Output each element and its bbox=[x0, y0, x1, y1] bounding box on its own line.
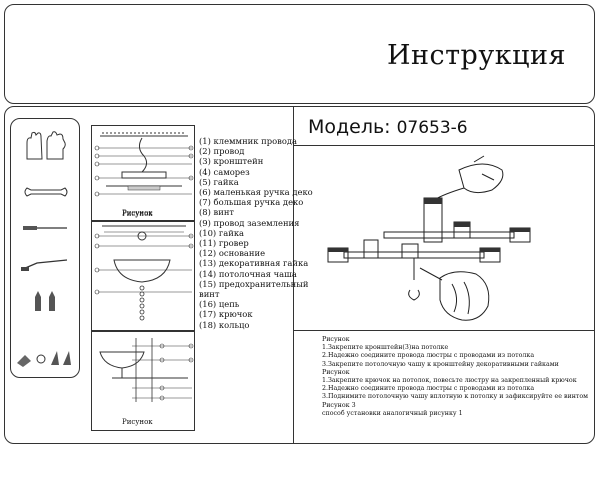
instruction-line: 1.Закрепите кронштейн(3)на потолке bbox=[322, 344, 449, 352]
parts-item: (4) саморез bbox=[199, 166, 250, 177]
instruction-line: 2.Надежно соедините провода люстры с про… bbox=[322, 352, 535, 360]
figure-3-drawing bbox=[99, 338, 194, 402]
model-label: Модель: bbox=[308, 116, 391, 138]
anchor-icon bbox=[35, 291, 55, 311]
instruction-line: Рисунок 3 bbox=[322, 401, 356, 409]
parts-item: (7) большая ручка деко bbox=[199, 197, 304, 208]
screws-icon bbox=[17, 351, 71, 367]
parts-item: (6) маленькая ручка деко bbox=[199, 187, 313, 198]
instruction-line: способ установки аналогичный рисунку 1 bbox=[322, 409, 463, 417]
parts-item: (16) цепь bbox=[199, 299, 240, 310]
instruction-line: 1.Закрепите крючок на потолок, повесьте … bbox=[322, 377, 577, 385]
drill-icon bbox=[21, 259, 68, 271]
instruction-line: 2.Надежно соедините провода люстры с про… bbox=[322, 385, 535, 393]
instruction-line: 3.Поднимите потолочную чашу вплотную к п… bbox=[322, 393, 589, 401]
figure-2-label: Рисунок bbox=[122, 209, 153, 217]
parts-item: (8) винт bbox=[199, 207, 235, 218]
chandelier-illustration bbox=[327, 155, 531, 321]
panel-divider bbox=[293, 106, 294, 444]
instruction-line: 3.Закрепите потолочную чашу к кронштейну… bbox=[322, 360, 559, 368]
figure-2-box bbox=[91, 221, 195, 331]
page-title: Инструкция bbox=[386, 40, 566, 71]
parts-item: (13) декоративная гайка bbox=[199, 258, 309, 269]
parts-item: (2) провод bbox=[199, 146, 245, 157]
parts-item: (10) гайка bbox=[199, 227, 245, 238]
figure-2-drawing bbox=[94, 225, 194, 321]
tools-panel bbox=[10, 118, 80, 378]
parts-item: (3) кронштейн bbox=[199, 156, 264, 167]
parts-item: винт bbox=[199, 289, 220, 300]
model-number: 07653-6 bbox=[396, 118, 468, 138]
parts-item: (1) клеммник провода bbox=[199, 136, 298, 146]
gloves-icon bbox=[26, 131, 66, 160]
parts-item: (11) гровер bbox=[199, 238, 249, 249]
parts-item: (5) гайка bbox=[199, 176, 239, 187]
main-frame bbox=[4, 106, 595, 444]
model-underline bbox=[294, 145, 594, 146]
parts-item: (18) кольцо bbox=[199, 319, 250, 330]
parts-item: (9) провод заземления bbox=[199, 217, 300, 228]
figure-1-drawing bbox=[94, 132, 194, 197]
figure-3-label: Рисунок bbox=[122, 418, 153, 426]
parts-item: (15) предохранительный bbox=[199, 278, 309, 289]
figure-3-box: Рисунок bbox=[91, 331, 195, 431]
screwdriver-icon bbox=[23, 226, 67, 230]
instructions-divider bbox=[294, 330, 594, 331]
parts-item: (14) потолочная чаша bbox=[199, 268, 297, 279]
figure-1-box: Рисунок bbox=[91, 125, 195, 221]
parts-item: (12) основание bbox=[199, 248, 266, 259]
figure-1-label: Рисунок bbox=[122, 210, 153, 218]
installation-instructions: Рисунок 1.Закрепите кронштейн(3)на потол… bbox=[322, 336, 588, 418]
instruction-line: Рисунок bbox=[322, 336, 350, 343]
parts-list: (1) клеммник провода (2) провод (3) крон… bbox=[199, 136, 313, 330]
instruction-line: Рисунок bbox=[322, 368, 350, 376]
parts-item: (17) крючок bbox=[199, 309, 253, 320]
header-frame bbox=[4, 4, 595, 104]
wrench-icon bbox=[24, 187, 68, 197]
model-heading: Модель:07653-6 bbox=[308, 116, 468, 138]
